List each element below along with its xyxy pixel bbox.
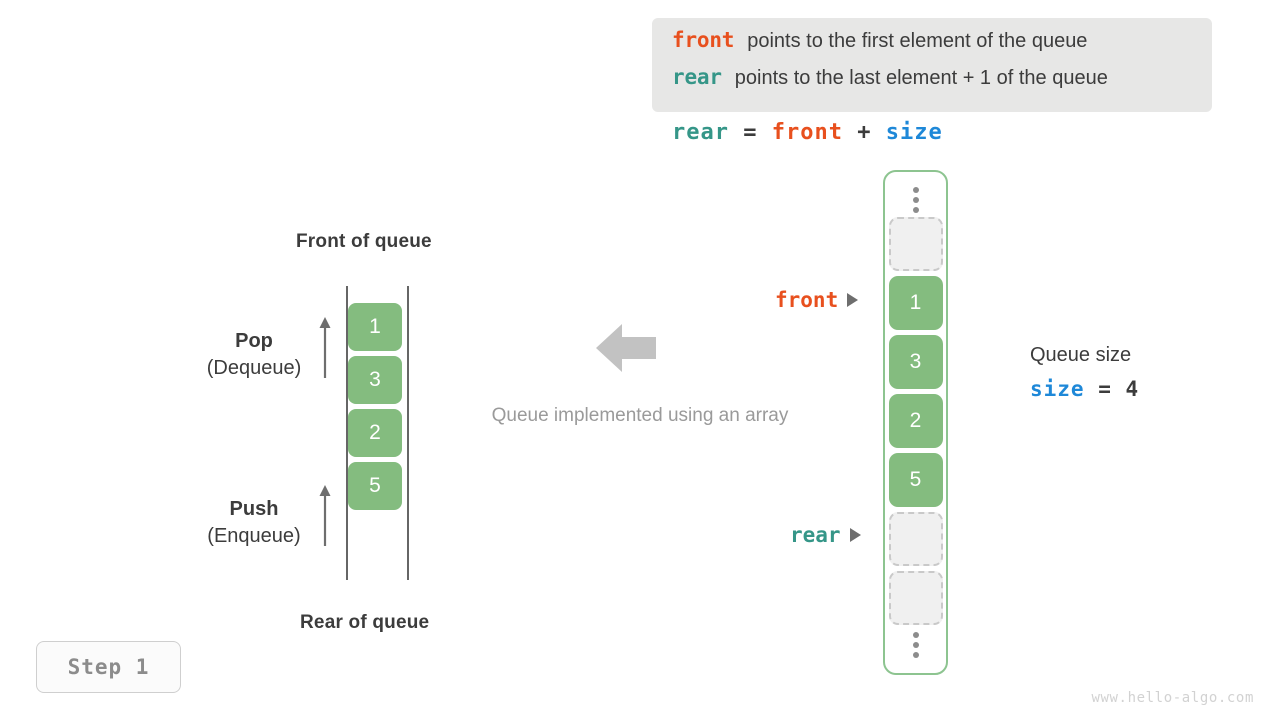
rear-of-queue-label: Rear of queue xyxy=(300,612,430,633)
queue-rail-right xyxy=(407,286,409,580)
pop-subtitle: (Dequeue) xyxy=(206,357,302,379)
rear-formula: rear = front + size xyxy=(672,120,943,145)
array-cell-empty xyxy=(888,512,943,566)
pointer-legend-box: front points to the first element of the… xyxy=(652,18,1212,112)
step-badge: Step 1 xyxy=(36,641,181,693)
dot xyxy=(912,632,919,638)
pop-up-arrow-icon xyxy=(319,317,331,378)
formula-size: size xyxy=(885,120,943,145)
pointer-arrow-icon xyxy=(847,293,859,307)
size-value: 4 xyxy=(1125,377,1140,401)
watermark: www.hello-algo.com xyxy=(1091,690,1254,706)
queue-rail-left xyxy=(346,286,348,580)
size-equals: = xyxy=(1084,377,1126,401)
dot xyxy=(912,187,919,193)
array-bottom-ellipsis-icon xyxy=(912,632,919,658)
array-cell-filled: 5 xyxy=(888,453,943,507)
array-cell-empty xyxy=(888,217,943,271)
formula-rear: rear xyxy=(672,120,729,145)
front-keyword: front xyxy=(672,28,735,52)
array-container: 1 3 2 5 xyxy=(883,170,948,675)
rear-keyword: rear xyxy=(672,65,722,89)
push-subtitle: (Enqueue) xyxy=(207,525,301,547)
front-of-queue-label: Front of queue xyxy=(296,231,432,252)
array-cell-empty xyxy=(888,571,943,625)
dot xyxy=(912,197,919,203)
formula-equals: = xyxy=(728,120,772,145)
queue-size-annotation: Queue size size = 4 xyxy=(1030,344,1139,401)
pointer-arrow-icon xyxy=(849,528,861,542)
array-cell-stack: 1 3 2 5 xyxy=(888,217,943,630)
formula-front: front xyxy=(771,120,843,145)
rear-description: points to the last element + 1 of the qu… xyxy=(734,67,1108,89)
queue-cell: 2 xyxy=(348,409,402,457)
pop-title: Pop xyxy=(235,330,273,352)
dot xyxy=(912,642,919,648)
size-variable: size xyxy=(1030,377,1085,401)
queue-cell: 1 xyxy=(348,303,402,351)
rear-pointer-label: rear xyxy=(790,523,861,547)
array-cell-filled: 1 xyxy=(888,276,943,330)
push-up-arrow-icon xyxy=(319,485,331,546)
queue-size-title: Queue size xyxy=(1030,344,1132,366)
formula-plus: + xyxy=(842,120,886,145)
left-arrow-icon xyxy=(596,324,656,372)
array-cell-filled: 2 xyxy=(888,394,943,448)
front-pointer-text: front xyxy=(775,288,839,312)
front-pointer-label: front xyxy=(775,288,859,312)
array-top-ellipsis-icon xyxy=(912,187,919,213)
array-cell-filled: 3 xyxy=(888,335,943,389)
legend-line-front: front points to the first element of the… xyxy=(672,28,1192,65)
queue-cell: 5 xyxy=(348,462,402,510)
pop-operation-group: Pop (Dequeue) xyxy=(180,330,328,380)
dot xyxy=(912,652,919,658)
diagram-caption: Queue implemented using an array xyxy=(491,405,789,426)
dot xyxy=(912,207,919,213)
push-operation-group: Push (Enqueue) xyxy=(180,498,328,548)
legend-line-rear: rear points to the last element + 1 of t… xyxy=(672,65,1192,102)
push-title: Push xyxy=(229,498,279,520)
front-description: points to the first element of the queue xyxy=(747,30,1088,52)
queue-size-expression: size = 4 xyxy=(1030,377,1139,401)
queue-cell: 3 xyxy=(348,356,402,404)
queue-cell-stack: 1 3 2 5 xyxy=(348,303,402,515)
rear-pointer-text: rear xyxy=(790,523,841,547)
